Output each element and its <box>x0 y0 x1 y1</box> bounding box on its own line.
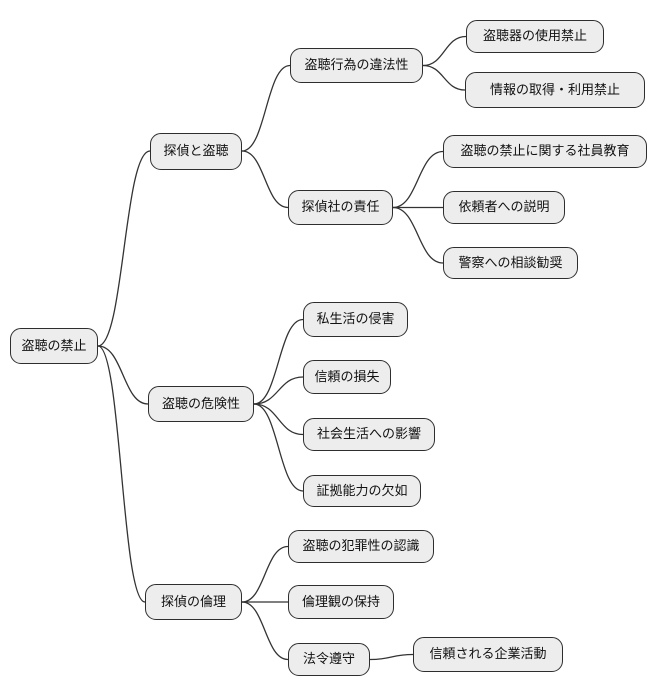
node-trusted-business-activity: 信頼される企業活動 <box>413 637 563 672</box>
node-illegality-of-wiretapping: 盗聴行為の違法性 <box>290 48 423 83</box>
node-agency-responsibility: 探偵社の責任 <box>288 190 393 225</box>
node-detective-and-wiretapping: 探偵と盗聴 <box>150 133 242 170</box>
edge-dangers-to-lack-of-evidence <box>253 403 304 492</box>
edge-responsibility-to-employee-education <box>392 150 444 209</box>
edge-dangers-to-social-life-impact <box>253 403 304 436</box>
edge-responsibility-to-police-consultation <box>392 206 444 264</box>
node-client-explanation: 依頼者への説明 <box>443 191 565 224</box>
node-crime-awareness: 盗聴の犯罪性の認識 <box>288 530 434 563</box>
node-ethics-maintenance: 倫理観の保持 <box>288 585 394 619</box>
node-wiretap-prohibition-root: 盗聴の禁止 <box>10 328 98 364</box>
node-employee-education: 盗聴の禁止に関する社員教育 <box>443 135 647 168</box>
edge-detective-to-illegality <box>241 64 291 152</box>
node-detective-ethics: 探偵の倫理 <box>145 584 242 620</box>
node-privacy-invasion: 私生活の侵害 <box>303 302 408 337</box>
node-police-consultation: 警察への相談勧奨 <box>443 247 578 279</box>
edge-ethics-to-legal-compliance <box>241 601 289 661</box>
node-lack-of-evidentiary-value: 証拠能力の欠如 <box>303 475 421 507</box>
edge-dangers-to-loss-of-trust <box>253 376 304 405</box>
node-legal-compliance: 法令遵守 <box>288 643 370 676</box>
node-social-life-impact: 社会生活への影響 <box>303 418 435 451</box>
node-info-acquisition-use-prohibition: 情報の取得・利用禁止 <box>465 72 645 108</box>
edge-ethics-to-crime-awareness <box>241 545 289 603</box>
node-wiretapping-dangers: 盗聴の危険性 <box>148 386 254 422</box>
edge-illegality-to-info-ban <box>422 64 466 91</box>
edge-dangers-to-privacy-invasion <box>253 318 304 405</box>
edge-compliance-to-trusted-business <box>369 653 414 661</box>
edge-root-to-detective-and-wiretapping <box>97 150 151 347</box>
edge-root-to-wiretapping-dangers <box>97 345 149 405</box>
node-loss-of-trust: 信頼の損失 <box>303 360 391 394</box>
edge-detective-to-agency-responsibility <box>241 150 289 209</box>
edge-illegality-to-device-ban <box>422 35 467 67</box>
edge-root-to-detective-ethics <box>97 345 146 603</box>
node-device-use-prohibition: 盗聴器の使用禁止 <box>466 20 604 53</box>
